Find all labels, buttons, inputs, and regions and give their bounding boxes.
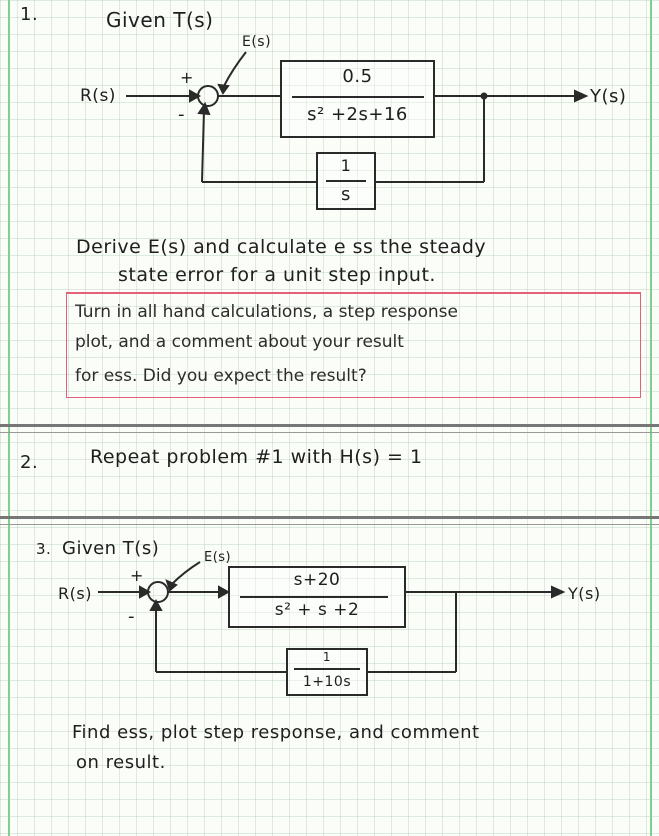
- note-line-1: Turn in all hand calculations, a step re…: [75, 302, 458, 322]
- problem2-number: 2.: [20, 452, 39, 473]
- problem2-text: Repeat problem #1 with H(s) = 1: [90, 446, 423, 468]
- problem1-error-label: E(s): [242, 34, 272, 50]
- problem3-minus-sign: -: [128, 606, 135, 627]
- problem1-feedback-denominator: s: [341, 184, 351, 205]
- problem3-feedback-block: [286, 648, 368, 696]
- problem3-output-label: Y(s): [568, 584, 601, 603]
- problem1-forward-block: [280, 60, 435, 138]
- right-margin-line: [650, 0, 652, 836]
- section-divider-1: [0, 424, 659, 427]
- section-divider-2: [0, 516, 659, 519]
- problem1-feedback-fraction-bar: [326, 180, 366, 182]
- problem3-question-line2: on result.: [76, 752, 166, 773]
- problem1-instructions-box: Turn in all hand calculations, a step re…: [66, 292, 641, 398]
- problem3-number: 3.: [36, 540, 52, 558]
- note-line-3: for ess. Did you expect the result?: [75, 366, 367, 386]
- left-margin-line: [8, 0, 10, 836]
- problem3-plus-sign: +: [130, 566, 144, 585]
- problem1-forward-denominator: s² +2s+16: [307, 104, 408, 125]
- section-divider-1b: [0, 432, 659, 433]
- problem3-question-line1: Find ess, plot step response, and commen…: [72, 722, 480, 743]
- problem1-input-label: R(s): [80, 86, 116, 106]
- problem1-forward-numerator: 0.5: [342, 66, 373, 87]
- problem3-error-label: E(s): [204, 550, 232, 565]
- problem1-plus-sign: +: [180, 68, 194, 87]
- problem3-forward-fraction-bar: [240, 596, 388, 598]
- problem3-feedback-denominator: 1+10s: [302, 674, 352, 690]
- problem3-feedback-fraction-bar: [294, 668, 360, 670]
- problem1-number: 1.: [20, 4, 39, 25]
- problem3-forward-denominator: s² + s +2: [274, 600, 360, 620]
- note-line-2: plot, and a comment about your result: [75, 332, 404, 352]
- problem3-given: Given T(s): [62, 538, 160, 559]
- problem1-minus-sign: -: [178, 104, 185, 125]
- problem3-feedback-numerator: 1: [322, 650, 332, 664]
- problem1-question-line2: state error for a unit step input.: [118, 264, 436, 286]
- problem1-question-line1: Derive E(s) and calculate e ss the stead…: [76, 236, 487, 258]
- problem1-forward-fraction-bar: [292, 96, 424, 98]
- problem3-forward-numerator: s+20: [293, 570, 341, 590]
- problem1-given: Given T(s): [106, 8, 214, 32]
- problem1-feedback-numerator: 1: [340, 156, 352, 175]
- problem1-output-label: Y(s): [590, 86, 627, 107]
- section-divider-2b: [0, 524, 659, 525]
- problem3-input-label: R(s): [58, 584, 92, 603]
